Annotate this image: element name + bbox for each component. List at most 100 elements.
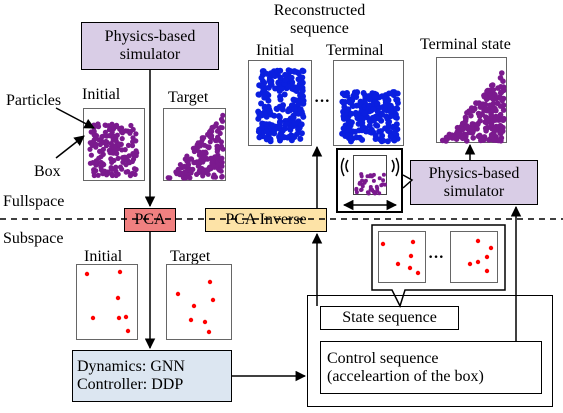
particle [117, 164, 124, 170]
particle [207, 133, 213, 140]
particle [265, 97, 272, 104]
sub-initial-points [84, 269, 131, 334]
particle [115, 155, 121, 161]
particle [111, 126, 117, 132]
particle [371, 93, 378, 100]
particle [95, 172, 101, 178]
particle [209, 155, 215, 161]
particle [341, 104, 348, 111]
particle [300, 68, 307, 75]
particle [264, 134, 271, 141]
particle [366, 122, 373, 129]
particle [340, 115, 347, 122]
particle [495, 137, 502, 144]
subspace-point [191, 303, 197, 309]
particle [174, 171, 180, 177]
particle [469, 130, 476, 136]
particle [267, 80, 274, 86]
subspace-label: Subspace [3, 230, 64, 247]
particle [212, 123, 219, 129]
initial-label-sub: Initial [84, 248, 123, 265]
sim-callout-frame [336, 148, 403, 213]
callout-tail-state [371, 224, 506, 308]
particle [365, 190, 370, 195]
particle [259, 120, 266, 127]
particle [469, 121, 476, 127]
subspace-point [410, 239, 416, 245]
state-1-points [380, 239, 421, 276]
particle [300, 113, 307, 120]
particle [345, 127, 352, 134]
particle [499, 97, 506, 104]
particle [280, 134, 287, 141]
particle [500, 78, 506, 84]
target-label-full: Target [168, 89, 209, 106]
particle [374, 100, 381, 107]
particle [282, 76, 289, 83]
initial-label-full: Initial [82, 86, 121, 103]
subspace-point [475, 259, 481, 265]
subspace-point [115, 295, 121, 301]
particle [382, 182, 387, 187]
particle [191, 148, 197, 155]
particle [109, 172, 115, 179]
particle [281, 91, 288, 98]
particle [298, 130, 305, 137]
subspace-point [84, 271, 90, 277]
particle [215, 134, 221, 140]
particle [460, 126, 466, 133]
particle [188, 170, 194, 176]
full-target-particles [165, 112, 226, 181]
particle [298, 90, 305, 97]
particle [196, 168, 203, 174]
particle [133, 153, 139, 159]
particle [278, 104, 284, 111]
target-label-sub: Target [170, 248, 211, 265]
particle [133, 166, 139, 173]
particle [290, 96, 297, 103]
particle [477, 104, 484, 110]
pca-node: PCA [124, 208, 176, 232]
particle [347, 119, 354, 126]
particle [98, 164, 104, 170]
particle [209, 160, 215, 166]
particle [277, 93, 284, 100]
particle [295, 84, 302, 91]
particle [289, 79, 296, 86]
subspace-point [415, 270, 421, 276]
particle [367, 174, 372, 179]
particle [112, 148, 118, 154]
particle [119, 136, 125, 142]
sub-initial-panel [76, 264, 138, 340]
particle [219, 174, 225, 180]
particle [359, 172, 364, 177]
particle [498, 123, 504, 129]
simulator-right-node: Physics-based simulator [410, 160, 538, 205]
particle [189, 156, 195, 162]
particle [93, 158, 99, 164]
particle [192, 159, 198, 166]
particle [492, 113, 499, 120]
subspace-point [207, 279, 213, 285]
simulator-right-line1: Physics-based [428, 164, 520, 182]
particle [490, 101, 497, 107]
pca-inverse-node: PCA Inverse [205, 208, 327, 232]
particle [379, 183, 384, 188]
particle [484, 88, 490, 95]
particle [455, 130, 461, 136]
particle [359, 115, 366, 122]
reconstructed-title: Reconstructed sequence [273, 2, 366, 37]
subspace-point [188, 317, 194, 323]
particle [474, 100, 480, 106]
dynamics-controller-node: Dynamics: GNN Controller: DDP [72, 350, 232, 402]
simulator-right-line2: simulator [443, 182, 505, 200]
particle [490, 106, 496, 112]
particle [290, 114, 297, 121]
particle [481, 94, 488, 100]
particle [113, 164, 119, 170]
particle [194, 171, 200, 177]
particle [377, 176, 382, 181]
particle [379, 111, 386, 118]
particle [201, 167, 207, 173]
subspace-point [484, 254, 490, 260]
